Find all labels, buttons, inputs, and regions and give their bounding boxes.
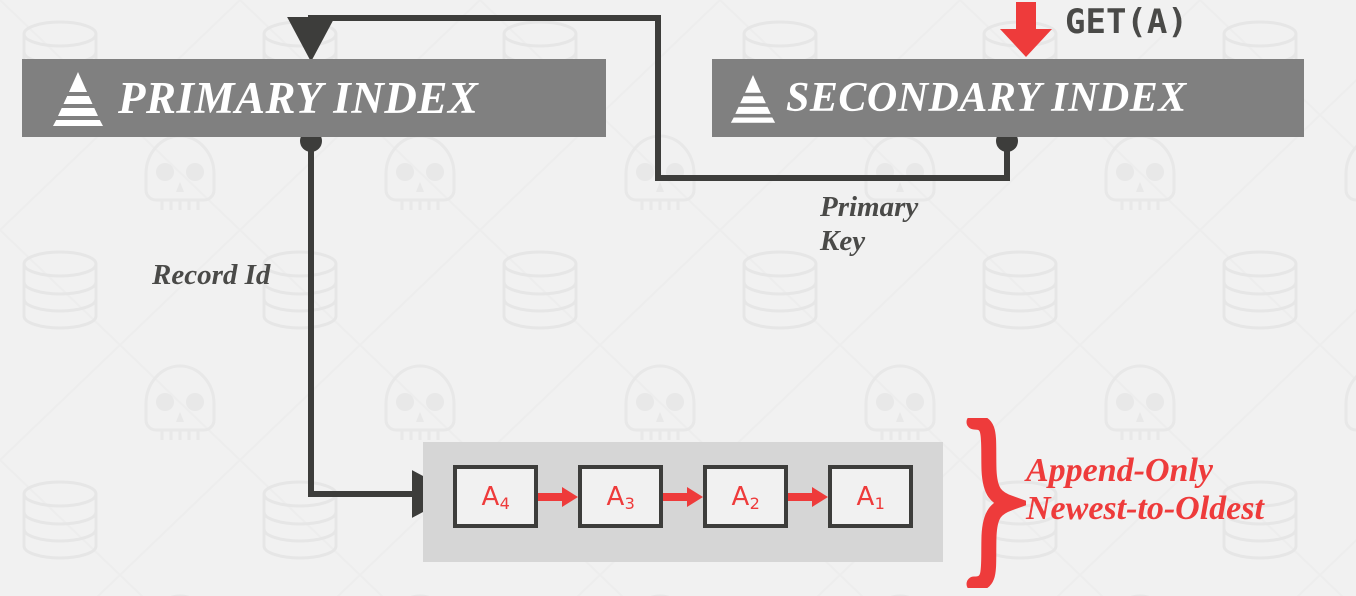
version-chain-row: A4 A3 A2 A1 [453,465,913,528]
version-box-label: A4 [481,481,510,513]
version-box[interactable]: A3 [578,465,663,528]
version-box[interactable]: A2 [703,465,788,528]
right-arrow-icon [663,465,703,528]
version-box-label: A3 [606,481,635,513]
down-arrow-icon [1000,2,1052,57]
version-box[interactable]: A4 [453,465,538,528]
primary-index-label: PRIMARY INDEX [118,73,479,123]
version-box-label: A1 [856,481,885,513]
primary-index-box[interactable]: PRIMARY INDEX [22,59,606,137]
version-box[interactable]: A1 [828,465,913,528]
pyramid-icon [53,72,103,126]
right-curly-brace-icon [966,418,1026,588]
append-only-annotation: Append-Only Newest-to-Oldest [1026,452,1264,528]
pyramid-icon [730,75,776,123]
secondary-index-box[interactable]: SECONDARY INDEX [712,59,1304,137]
right-arrow-icon [538,465,578,528]
primary-key-edge-label: Primary Key [820,191,919,258]
version-box-label: A2 [731,481,760,513]
get-query-label: GET(A) [1065,2,1188,42]
secondary-index-label: SECONDARY INDEX [786,75,1187,121]
right-arrow-icon [788,465,828,528]
record-id-edge-label: Record Id [152,259,271,291]
edge-record-id [300,130,457,518]
